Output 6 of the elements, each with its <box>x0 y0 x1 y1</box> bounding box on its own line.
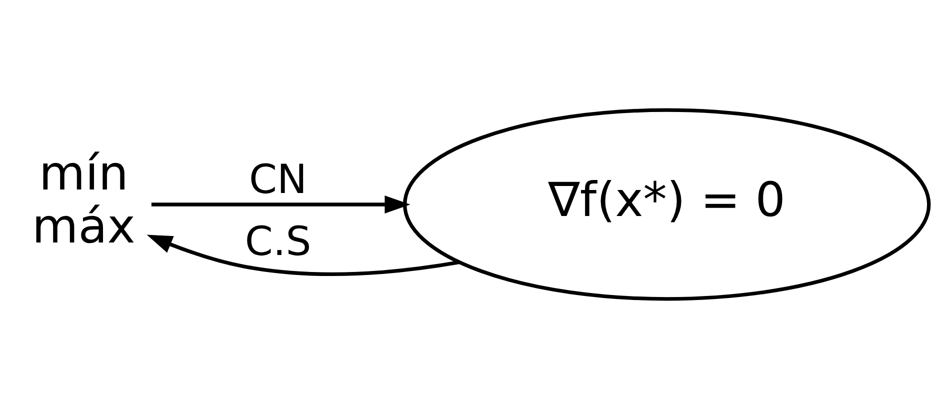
node-text: mín máx <box>32 146 136 254</box>
arrow <box>146 234 460 276</box>
edge-label: CN <box>249 156 308 203</box>
edge-label: C.S <box>244 218 312 265</box>
node-ellipse: ∇f(x*) = 0 <box>402 108 931 301</box>
arrow <box>151 196 410 214</box>
